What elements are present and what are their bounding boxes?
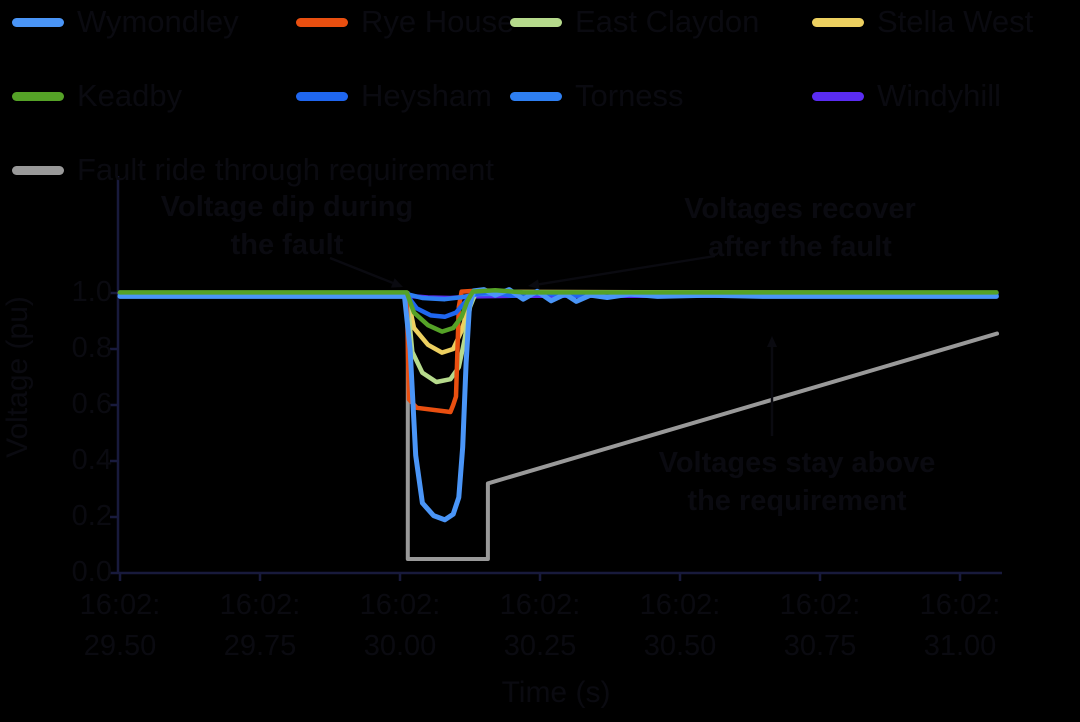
annotation-line: the fault bbox=[230, 229, 344, 261]
y-tick-label: 0.8 bbox=[71, 332, 112, 364]
y-tick-label: 0.0 bbox=[71, 556, 112, 588]
annotation-arrowhead bbox=[390, 278, 403, 288]
legend-swatch bbox=[812, 17, 864, 27]
x-tick-seconds: 31.00 bbox=[923, 630, 997, 662]
annotation-requirement: Voltages stay above the requirement bbox=[659, 444, 936, 520]
annotation-recovery: Voltages recover after the fault bbox=[684, 190, 916, 266]
legend-item-stella-west: Stella West bbox=[812, 4, 1033, 40]
legend-swatch bbox=[812, 91, 864, 101]
legend-item-east-claydon: East Claydon bbox=[510, 4, 759, 40]
x-tick-label: 16:02: 29.50 bbox=[80, 585, 161, 667]
x-tick-seconds: 29.75 bbox=[223, 630, 297, 662]
annotation-arrowhead bbox=[767, 336, 777, 347]
x-tick-label: 16:02: 29.75 bbox=[220, 585, 301, 667]
annotation-fault-dip: Voltage dip during the fault bbox=[161, 188, 413, 264]
series-stella-west bbox=[117, 289, 999, 355]
legend-label: Windyhill bbox=[877, 78, 1002, 113]
x-tick-label: 16:02: 31.00 bbox=[920, 585, 1001, 667]
legend-swatch bbox=[12, 91, 64, 101]
y-tick-label: 1.0 bbox=[71, 276, 112, 308]
legend-item-torness: Torness bbox=[510, 78, 684, 114]
x-tick-seconds: 29.50 bbox=[83, 630, 157, 662]
x-tick-label: 16:02: 30.25 bbox=[500, 585, 581, 667]
series-rye-house bbox=[117, 287, 999, 415]
x-tick-seconds: 30.75 bbox=[783, 630, 857, 662]
series-keadby bbox=[117, 287, 999, 334]
annotation-line: after the fault bbox=[708, 231, 892, 263]
legend-item-fault-ride-through-requirement: Fault ride through requirement bbox=[12, 152, 494, 188]
legend-label: Fault ride through requirement bbox=[77, 152, 495, 187]
legend-swatch bbox=[12, 165, 64, 175]
annotation-line: Voltages stay above bbox=[658, 447, 936, 479]
x-tick-seconds: 30.50 bbox=[643, 630, 717, 662]
legend-swatch bbox=[296, 17, 348, 27]
legend-item-heysham: Heysham bbox=[296, 78, 492, 114]
x-tick-seconds: 30.00 bbox=[363, 630, 437, 662]
legend-item-windyhill: Windyhill bbox=[812, 78, 1001, 114]
annotation-line: the requirement bbox=[687, 485, 907, 517]
x-tick-label: 16:02: 30.50 bbox=[640, 585, 721, 667]
x-tick-time: 16:02: bbox=[79, 589, 161, 621]
series-east-claydon bbox=[117, 290, 999, 385]
y-tick-label: 0.2 bbox=[71, 500, 112, 532]
legend-label: Torness bbox=[575, 78, 684, 113]
x-axis-title: Time (s) bbox=[501, 676, 611, 709]
y-axis-title: Voltage (pu) bbox=[1, 296, 34, 458]
x-tick-time: 16:02: bbox=[639, 589, 721, 621]
annotation-arrow bbox=[329, 256, 394, 285]
legend-label: Wymondley bbox=[77, 4, 239, 39]
x-tick-time: 16:02: bbox=[499, 589, 581, 621]
x-tick-time: 16:02: bbox=[779, 589, 861, 621]
annotation-line: Voltages recover bbox=[684, 193, 916, 225]
legend-label: Stella West bbox=[877, 4, 1034, 39]
y-tick-label: 0.4 bbox=[71, 444, 112, 476]
annotation-line: Voltage dip during bbox=[160, 191, 414, 223]
legend-swatch bbox=[510, 91, 562, 101]
annotation-arrowhead bbox=[528, 279, 540, 290]
legend-label: Heysham bbox=[361, 78, 492, 113]
legend-label: East Claydon bbox=[575, 4, 760, 39]
x-tick-label: 16:02: 30.75 bbox=[780, 585, 861, 667]
legend-swatch bbox=[12, 17, 64, 27]
x-tick-time: 16:02: bbox=[359, 589, 441, 621]
y-tick-label: 0.6 bbox=[71, 388, 112, 420]
legend-item-keadby: Keadby bbox=[12, 78, 182, 114]
legend-swatch bbox=[510, 17, 562, 27]
legend-swatch bbox=[296, 91, 348, 101]
x-tick-time: 16:02: bbox=[219, 589, 301, 621]
annotation-arrow bbox=[538, 254, 716, 286]
x-tick-label: 16:02: 30.00 bbox=[360, 585, 441, 667]
legend-label: Keadby bbox=[77, 78, 183, 113]
x-tick-time: 16:02: bbox=[919, 589, 1001, 621]
x-tick-seconds: 30.25 bbox=[503, 630, 577, 662]
legend-label: Rye House bbox=[361, 4, 515, 39]
legend-item-rye-house: Rye House bbox=[296, 4, 514, 40]
legend-item-wymondley: Wymondley bbox=[12, 4, 239, 40]
